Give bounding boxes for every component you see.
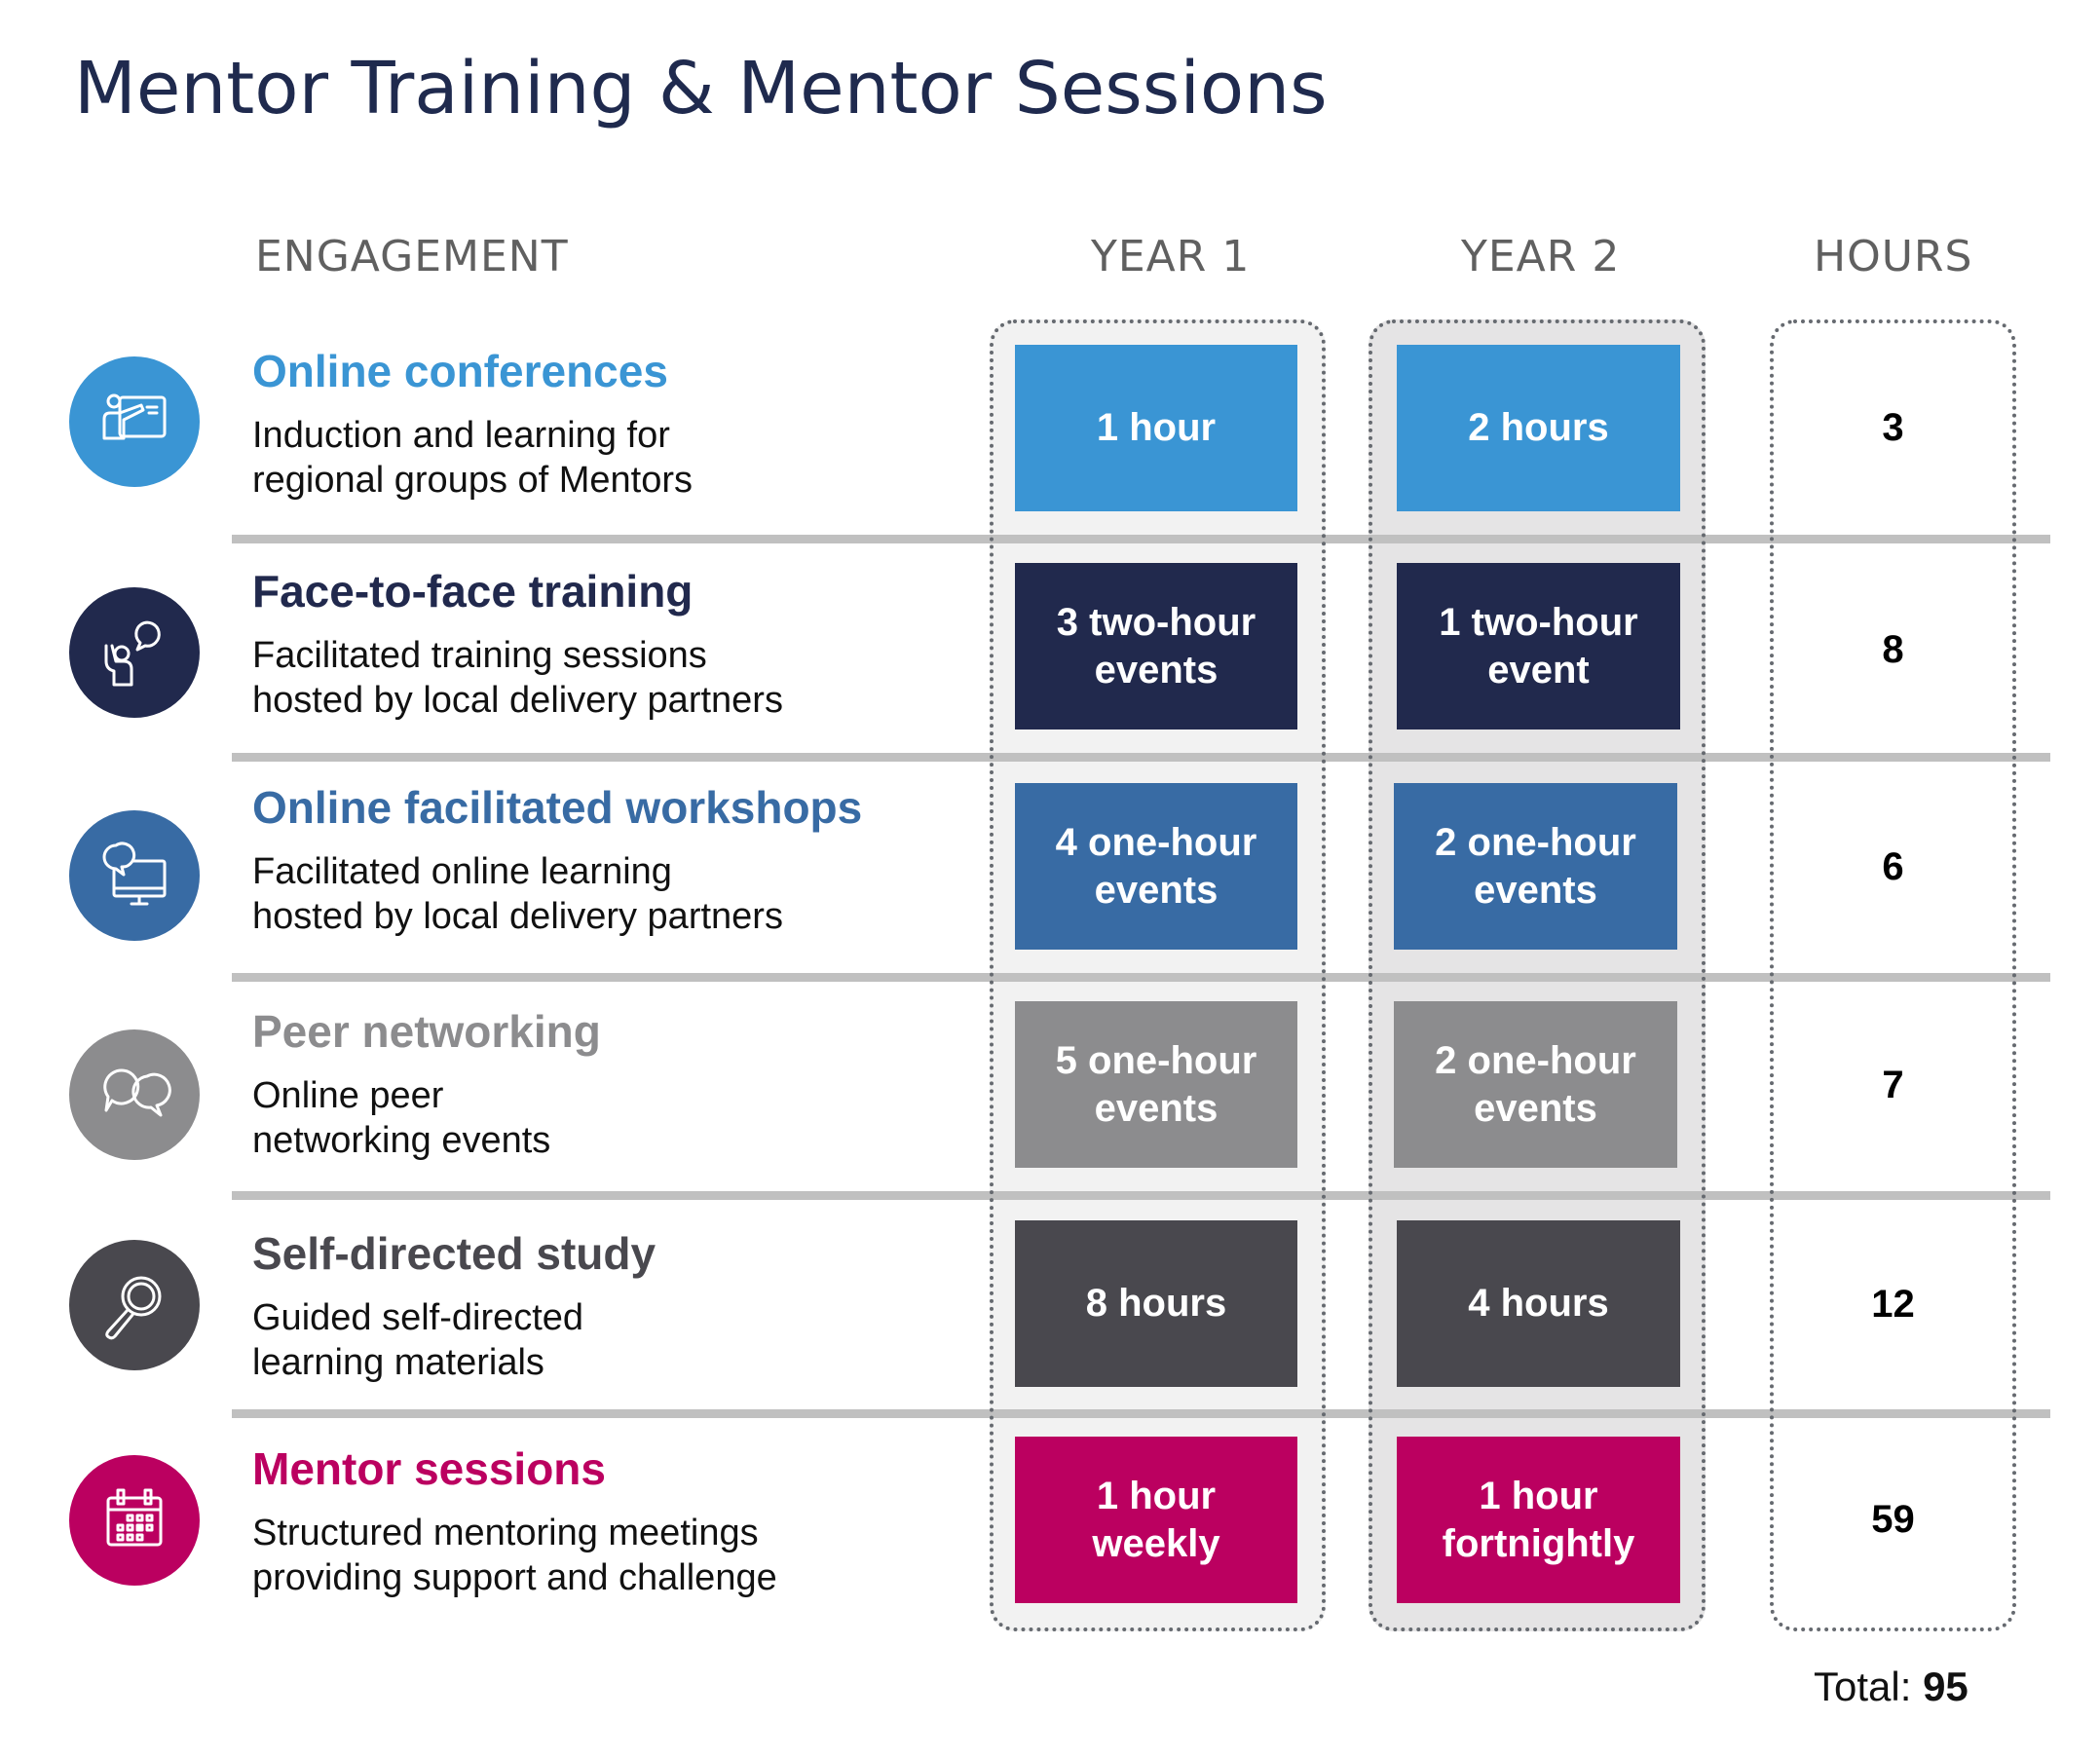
hours-value: 12 bbox=[1871, 1283, 1915, 1326]
row-title: Self-directed study bbox=[252, 1228, 656, 1279]
row-divider bbox=[232, 1409, 2050, 1418]
row-description: Guided self-directed learning materials bbox=[252, 1297, 584, 1383]
year2-cell: 2 hours bbox=[1397, 345, 1680, 511]
row-divider bbox=[232, 753, 2050, 762]
year2-cell: 1 two-hour event bbox=[1397, 563, 1680, 729]
row-divider bbox=[232, 1191, 2050, 1200]
year2-cell: 2 one-hour events bbox=[1394, 783, 1677, 950]
hours-value: 6 bbox=[1882, 845, 1904, 888]
year1-cell: 1 hour bbox=[1015, 345, 1297, 511]
hours-value: 7 bbox=[1882, 1064, 1904, 1106]
hours-value: 3 bbox=[1882, 406, 1904, 449]
row-description: Facilitated online learning hosted by lo… bbox=[252, 851, 783, 937]
hours-column-border bbox=[1770, 319, 2016, 1631]
year1-cell: 3 two-hour events bbox=[1015, 563, 1297, 729]
hours-value: 8 bbox=[1882, 628, 1904, 671]
row-description: Structured mentoring meetings providing … bbox=[252, 1513, 777, 1598]
page-title: Mentor Training & Mentor Sessions bbox=[74, 47, 1328, 131]
speech-bubbles-icon bbox=[69, 1029, 200, 1160]
row-description: Online peer networking events bbox=[252, 1075, 551, 1161]
year1-cell: 5 one-hour events bbox=[1015, 1001, 1297, 1168]
year1-cell: 4 one-hour events bbox=[1015, 783, 1297, 950]
magnifying-glass-icon bbox=[69, 1240, 200, 1370]
total-hours: Total: 95 bbox=[1814, 1664, 1969, 1710]
row-divider bbox=[232, 535, 2050, 543]
header-engagement: ENGAGEMENT bbox=[255, 232, 569, 281]
row-divider bbox=[232, 973, 2050, 982]
year1-cell: 1 hour weekly bbox=[1015, 1437, 1297, 1603]
total-label: Total: bbox=[1814, 1664, 1912, 1709]
person-speech-bubble-icon bbox=[69, 587, 200, 718]
calendar-icon bbox=[69, 1455, 200, 1586]
row-description: Facilitated training sessions hosted by … bbox=[252, 635, 783, 721]
presenter-board-icon bbox=[69, 356, 200, 487]
hours-value: 59 bbox=[1871, 1498, 1915, 1541]
row-title: Peer networking bbox=[252, 1006, 601, 1057]
year1-column-border bbox=[990, 319, 1326, 1631]
total-value: 95 bbox=[1923, 1664, 1969, 1709]
header-year2: YEAR 2 bbox=[1461, 232, 1621, 281]
row-title: Online conferences bbox=[252, 346, 668, 396]
row-description: Induction and learning for regional grou… bbox=[252, 415, 694, 501]
row-title: Face-to-face training bbox=[252, 566, 694, 617]
year2-column-border bbox=[1369, 319, 1706, 1631]
row-title: Mentor sessions bbox=[252, 1443, 606, 1494]
year2-cell: 1 hour fortnightly bbox=[1397, 1437, 1680, 1603]
year2-cell: 2 one-hour events bbox=[1394, 1001, 1677, 1168]
header-year1: YEAR 1 bbox=[1091, 232, 1251, 281]
monitor-chat-icon bbox=[69, 810, 200, 941]
year1-cell: 8 hours bbox=[1015, 1220, 1297, 1387]
row-title: Online facilitated workshops bbox=[252, 782, 863, 833]
year2-cell: 4 hours bbox=[1397, 1220, 1680, 1387]
header-hours: HOURS bbox=[1814, 232, 1973, 281]
